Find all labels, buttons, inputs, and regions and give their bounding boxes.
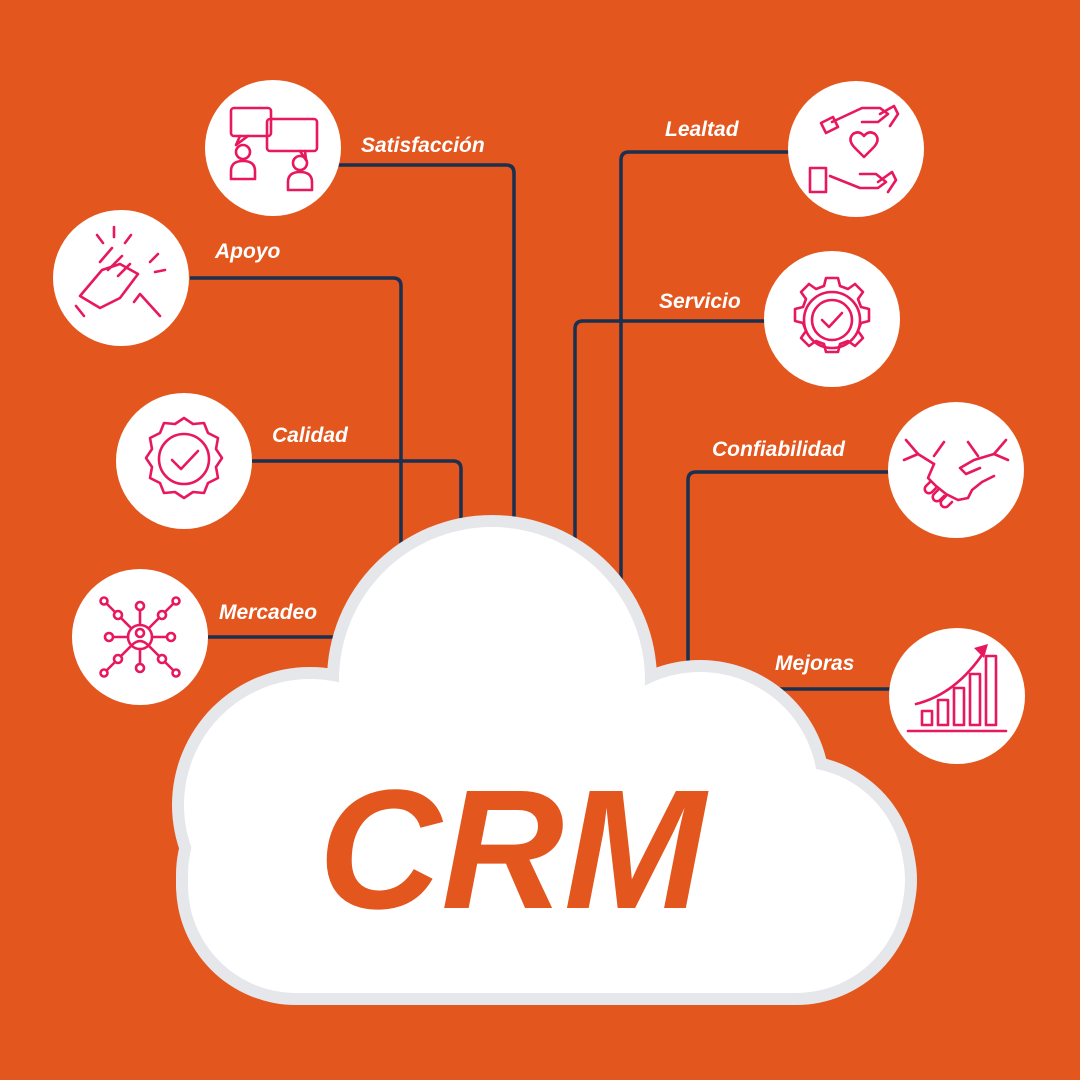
node-circle [53, 210, 189, 346]
node-label-apoyo: Apoyo [214, 240, 281, 263]
node-label-calidad: Calidad [272, 424, 349, 447]
connector-satisfaccion [330, 163, 516, 540]
bar-growth-icon [906, 644, 1008, 733]
node-label-mercadeo: Mercadeo [219, 601, 317, 624]
network-person-icon [99, 596, 181, 678]
node-circle [205, 80, 341, 216]
node-circle [764, 251, 900, 387]
node-circle [888, 402, 1024, 538]
node-label-mejoras: Mejoras [775, 652, 854, 675]
node-label-lealtad: Lealtad [665, 118, 740, 141]
node-circle [116, 393, 252, 529]
handshake-icon [902, 438, 1010, 509]
chat-people-icon [229, 106, 319, 192]
connector-servicio [573, 319, 765, 555]
node-apoyo: Apoyo [53, 210, 281, 346]
node-servicio: Servicio [659, 251, 900, 387]
node-calidad: Calidad [116, 393, 349, 529]
gear-check-icon [793, 276, 871, 354]
quality-badge-icon [144, 416, 224, 500]
connector-calidad [250, 459, 463, 550]
node-mercadeo: Mercadeo [72, 569, 317, 705]
connector-apoyo [190, 276, 403, 570]
hand-clasp-icon [74, 225, 167, 318]
connectors [190, 150, 890, 691]
node-confiabilidad: Confiabilidad [712, 402, 1024, 538]
center-title: CRM [318, 755, 709, 945]
node-label-confiabilidad: Confiabilidad [712, 438, 846, 461]
node-mejoras: Mejoras [775, 628, 1025, 764]
node-satisfaccion: Satisfacción [205, 80, 485, 216]
cloud-body [184, 527, 905, 993]
node-lealtad: Lealtad [665, 81, 924, 217]
connector-confiabilidad [686, 470, 890, 670]
hands-heart-icon [808, 104, 900, 194]
node-circle [889, 628, 1025, 764]
cloud-shape: CRM [172, 515, 917, 1005]
node-label-satisfaccion: Satisfacción [361, 134, 485, 157]
node-label-servicio: Servicio [659, 290, 741, 313]
connector-lealtad [619, 150, 790, 590]
